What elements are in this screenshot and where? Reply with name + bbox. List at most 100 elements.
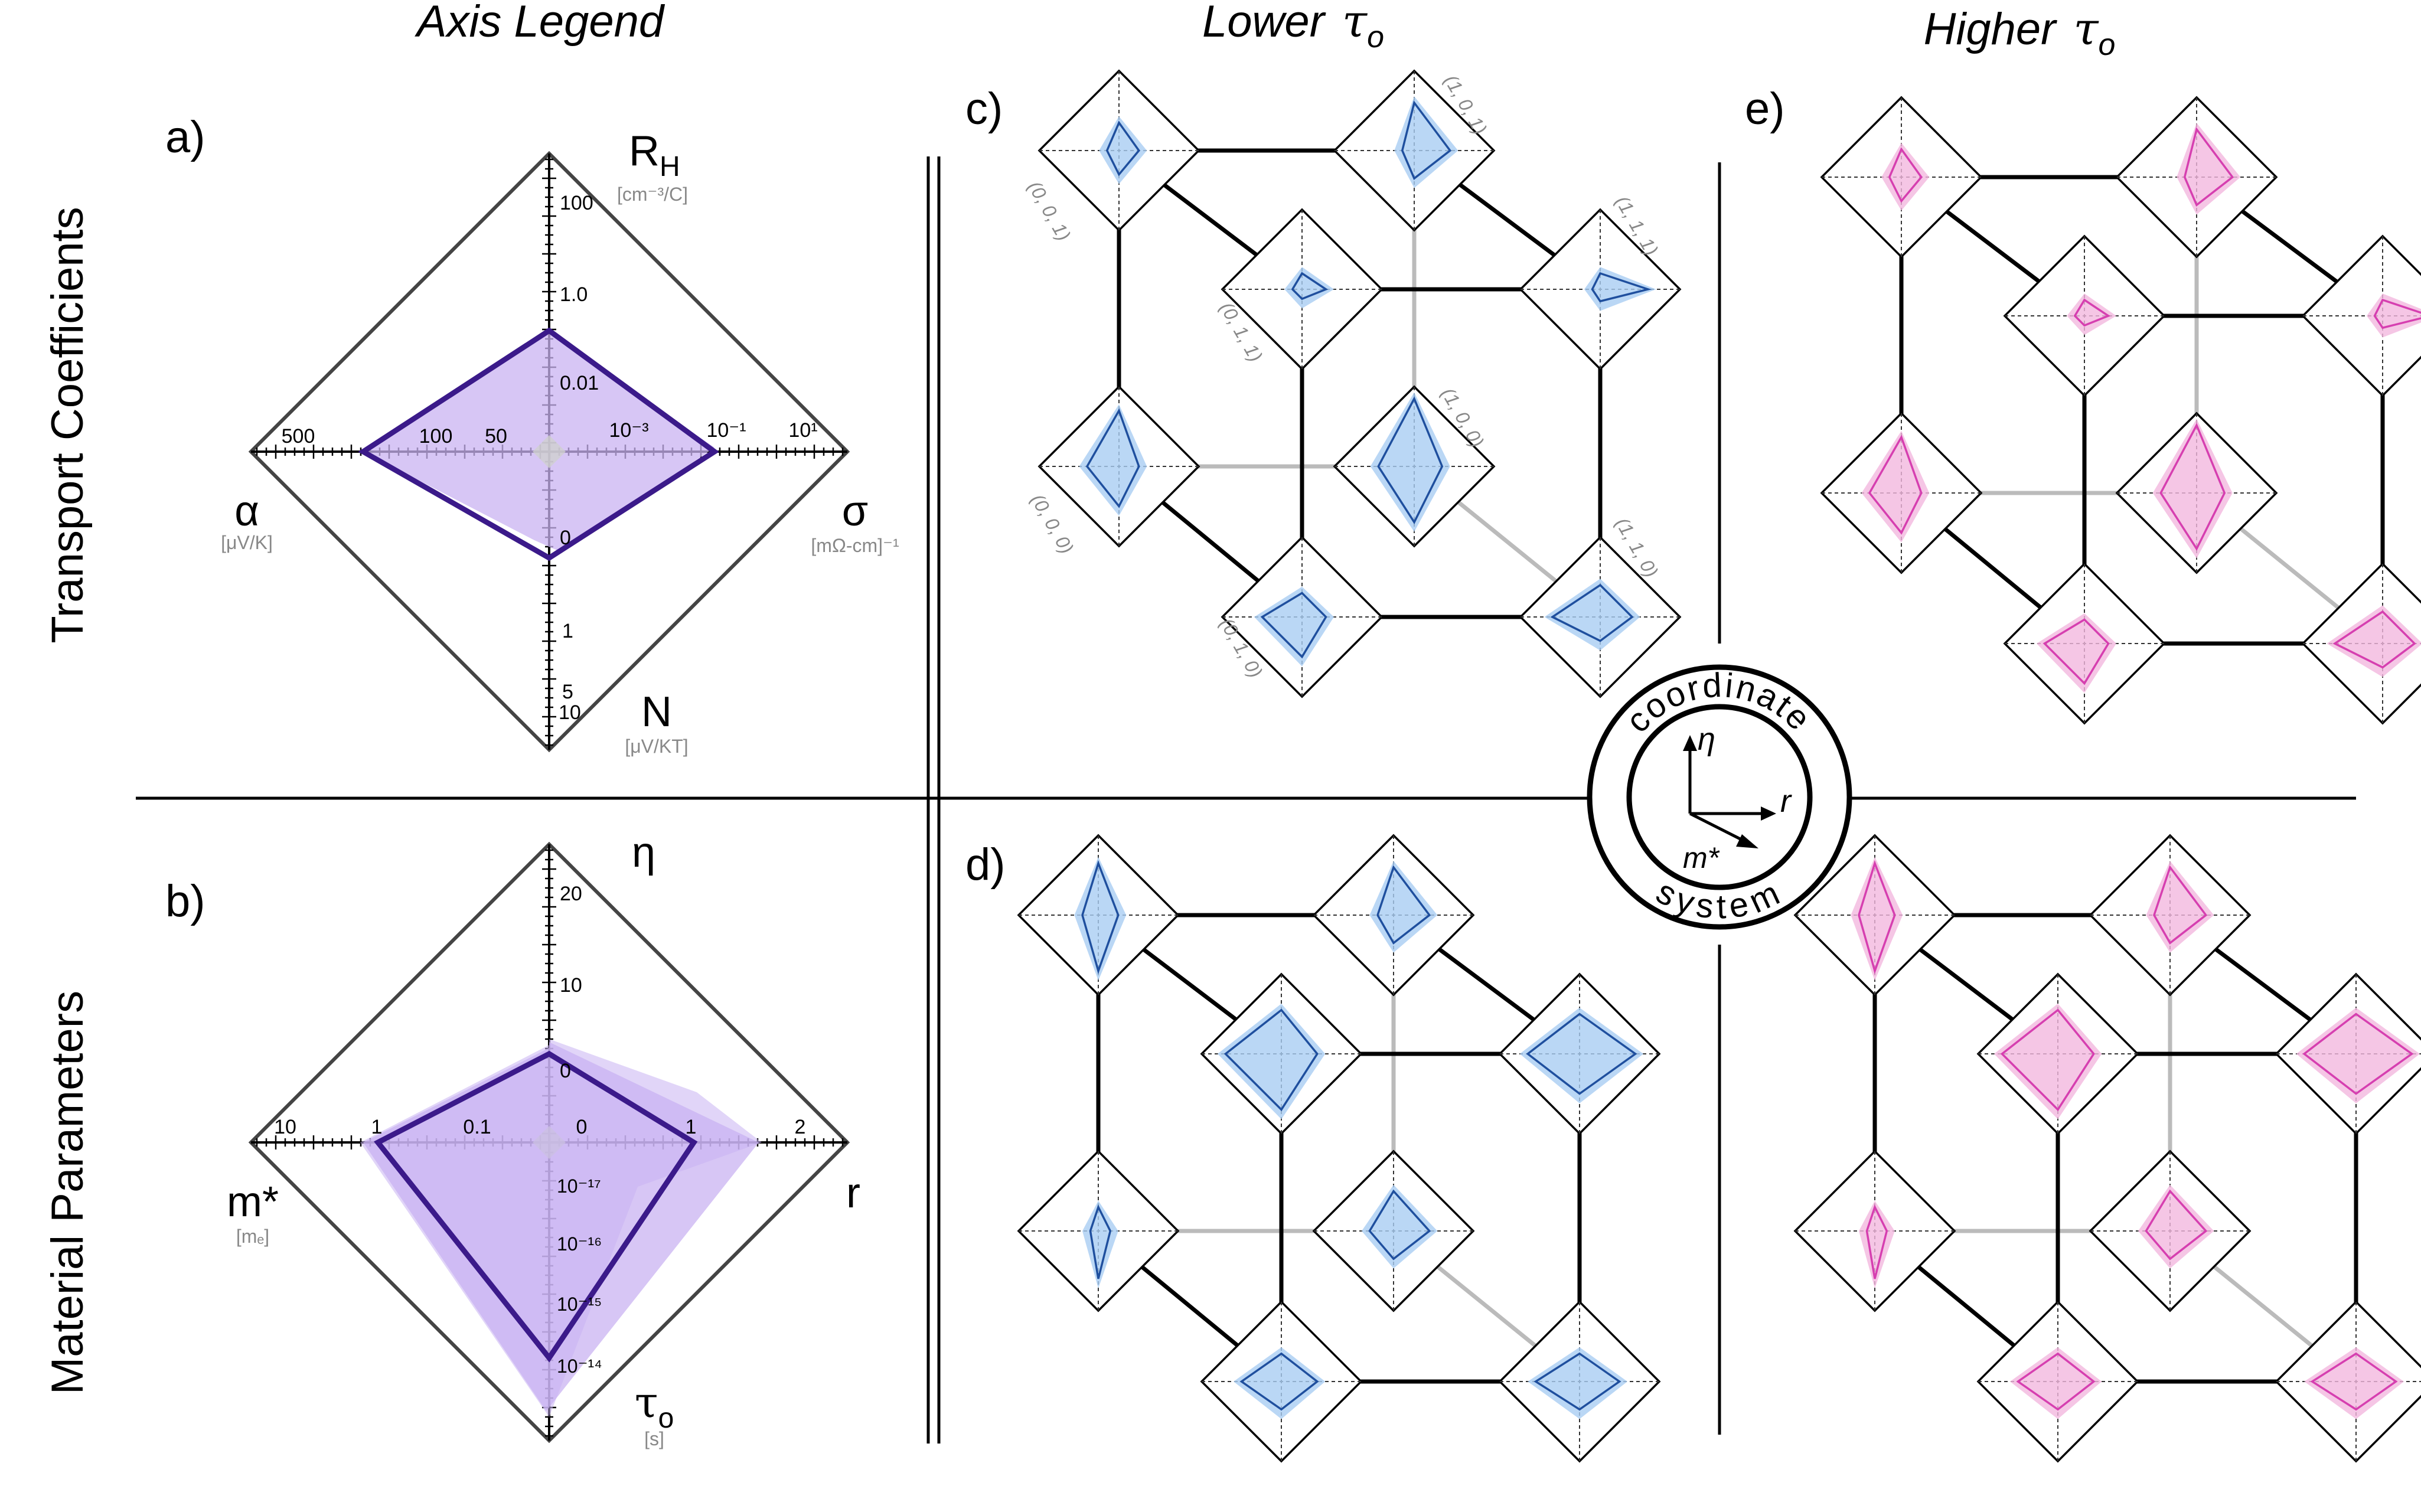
- node-band: [1881, 142, 1930, 211]
- node-value-polygon: [2310, 1352, 2398, 1411]
- node-value-polygon: [1865, 1204, 1888, 1279]
- axis-unit-n: [μV/KT]: [625, 736, 688, 757]
- node-value-polygon: [2000, 1008, 2095, 1112]
- node-band: [1362, 1184, 1438, 1269]
- tick-b-down-3: 10⁻¹⁴: [557, 1356, 602, 1377]
- tick-b-up-0: 20: [560, 883, 582, 905]
- node-value-polygon: [1401, 100, 1452, 181]
- node-band: [1859, 1200, 1895, 1289]
- node-value-polygon: [1239, 1352, 1319, 1411]
- legend-material-parameters: [248, 841, 850, 1444]
- node-band: [2327, 605, 2421, 677]
- header-axis-legend: Axis Legend: [415, 0, 665, 47]
- node-band: [1099, 116, 1147, 184]
- node-value-polygon: [1550, 583, 1634, 642]
- node-band: [1218, 1003, 1326, 1119]
- coord-eta-label: η: [1698, 721, 1715, 757]
- node-value-polygon: [1085, 408, 1140, 508]
- axis-label-rh: RH: [629, 128, 680, 182]
- node-value-polygon: [2159, 423, 2226, 551]
- panel-label-c: c): [965, 84, 1003, 134]
- node-band: [1079, 404, 1147, 516]
- tick-a-up-0: 100: [560, 192, 593, 214]
- axis-label-alpha: α: [234, 488, 259, 535]
- node-value-polygon: [1858, 860, 1896, 975]
- tick-b-up-1: 10: [560, 974, 582, 997]
- node-band: [1544, 579, 1640, 651]
- node-value-polygon: [1376, 865, 1431, 945]
- cube-panels: [1017, 69, 2421, 1463]
- node-value-polygon: [1368, 1189, 1431, 1260]
- coord-label-001: (0, 0, 1): [1024, 178, 1075, 244]
- legend-value-polygon: [358, 327, 719, 561]
- mstar-arrow: [1689, 812, 1746, 843]
- tick-b-down-1: 10⁻¹⁶: [557, 1233, 602, 1255]
- tick-b-right-2: 2: [795, 1116, 806, 1138]
- axis-label-sigma: σ: [842, 488, 868, 535]
- tick-a-left-1: 100: [419, 425, 453, 448]
- node-value-polygon: [1081, 860, 1120, 975]
- tick-a-left-2: 50: [485, 425, 507, 448]
- tick-a-right-0: 10⁻³: [609, 419, 648, 442]
- tick-b-left-2: 0.1: [463, 1116, 491, 1138]
- node-value-polygon: [1888, 147, 1923, 203]
- node-value-polygon: [2016, 1352, 2096, 1411]
- node-band: [1284, 267, 1334, 309]
- node-band: [1074, 857, 1127, 981]
- tick-b-left-0: 10: [274, 1116, 296, 1138]
- node-value-polygon: [1105, 120, 1140, 177]
- node-value-polygon: [2153, 865, 2208, 945]
- node-value-polygon: [1868, 435, 1923, 535]
- node-value-polygon: [1591, 272, 1652, 303]
- row-label-material: Material Parameters: [43, 991, 93, 1395]
- axis-label-mstar: m*: [227, 1178, 279, 1226]
- tick-a-up-1: 1.0: [560, 283, 588, 306]
- legend-b-line: [374, 1050, 698, 1363]
- axis-unit-rh: [cm⁻³/C]: [617, 184, 688, 205]
- tick-b-right-0: 0: [576, 1116, 588, 1138]
- node-band: [1254, 586, 1334, 667]
- node-value-polygon: [2183, 127, 2234, 207]
- node-band: [1994, 1003, 2102, 1119]
- node-value-polygon: [2073, 298, 2111, 327]
- node-value-polygon: [1223, 1008, 1319, 1112]
- node-band: [1861, 430, 1930, 543]
- node-band: [2037, 613, 2116, 693]
- coord-label-000: (0, 0, 0): [1027, 491, 1078, 557]
- coordinate-system-badge: coordinate system η r m*: [1587, 664, 1852, 930]
- node-value-polygon: [2145, 1189, 2208, 1260]
- panel-label-e: e): [1745, 84, 1785, 134]
- tick-b-down-2: 10⁻¹⁵: [557, 1294, 602, 1315]
- node-band: [1234, 1347, 1326, 1419]
- node-value-polygon: [1533, 1352, 1621, 1411]
- node-band: [1519, 1007, 1643, 1103]
- tick-a-down-2: 5: [562, 681, 573, 703]
- node-band: [1370, 392, 1450, 532]
- tick-a-left-0: 500: [282, 425, 315, 448]
- tick-a-down-3: 10: [559, 701, 581, 724]
- node-band: [2152, 419, 2233, 559]
- tick-b-right-1: 1: [686, 1116, 697, 1138]
- node-band: [2138, 1184, 2214, 1269]
- node-value-polygon: [1377, 396, 1444, 525]
- node-value-polygon: [1089, 1204, 1112, 1279]
- axis-label-n: N: [641, 688, 672, 736]
- axis-unit-alpha: [μV/K]: [221, 532, 273, 553]
- coord-m-label: m*: [1683, 841, 1720, 874]
- tick-a-down-0: 0: [560, 527, 571, 549]
- node-value-polygon: [2373, 298, 2421, 329]
- node-band: [1082, 1200, 1118, 1289]
- legend-b-band: [360, 1039, 762, 1417]
- tick-a-right-1: 10⁻¹: [706, 419, 746, 442]
- tick-a-up-2: 0.01: [560, 372, 599, 394]
- axis-label-r: r: [846, 1170, 860, 1217]
- panel-label-a: a): [165, 112, 205, 162]
- node-band: [2304, 1347, 2404, 1419]
- tick-b-left-1: 1: [371, 1116, 383, 1138]
- node-band: [1528, 1347, 1627, 1419]
- row-label-transport: Transport Coefficients: [43, 207, 93, 643]
- node-value-polygon: [1291, 272, 1329, 301]
- node-value-polygon: [1526, 1013, 1637, 1095]
